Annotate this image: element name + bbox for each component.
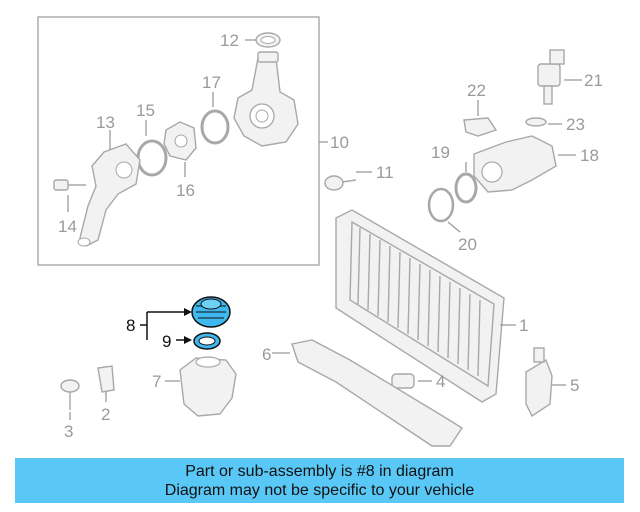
banner-line-1: Part or sub-assembly is #8 in diagram [185,462,454,480]
part-20-clamp [427,187,461,233]
callout-10: 10 [330,133,349,152]
thermostat-group-frame [37,16,320,266]
part-17-o-ring [200,92,230,145]
part-19-o-ring [454,162,478,204]
callout-13: 13 [96,113,115,132]
part-6-air-duct [272,339,463,447]
parts-diagram: 12 17 15 13 16 14 10 22 21 23 19 18 11 2… [37,16,603,447]
part-15-gasket [136,120,168,177]
part-22-gasket [463,100,498,137]
part-23-clip [525,117,562,127]
part-7-expansion-tank [165,356,237,417]
part-2-bracket [97,365,115,402]
part-4-mount [391,373,432,389]
callout-21: 21 [584,71,603,90]
callout-23: 23 [566,115,585,134]
part-21-sensor [537,49,582,105]
callout-14: 14 [58,217,77,236]
part-3-screw [60,379,80,420]
callout-16: 16 [176,181,195,200]
part-18-flange [473,135,576,193]
callout-18: 18 [580,146,599,165]
callout-8-leader [140,308,192,340]
callout-15: 15 [136,101,155,120]
part-11-bolt [324,171,372,191]
callout-22: 22 [467,81,486,100]
part-13-outlet-pipe [77,130,141,247]
info-banner: Part or sub-assembly is #8 in diagram Di… [15,458,624,503]
callout-17: 17 [202,73,221,92]
part-5-bracket [525,347,566,418]
callout-19: 19 [431,143,450,162]
callout-3: 3 [64,422,73,441]
callout-6: 6 [262,345,271,364]
callout-8: 8 [126,316,135,335]
part-16-thermostat [163,121,197,177]
callout-12: 12 [220,31,239,50]
part-9-seal-highlighted[interactable] [193,332,221,350]
part-1-radiator [335,209,516,403]
callout-11: 11 [376,163,394,182]
part-10-housing [233,51,299,147]
part-14-bolt [53,179,86,212]
callout-2: 2 [101,405,110,424]
callout-9-leader [176,336,192,344]
part-8-cap-highlighted[interactable] [191,296,231,328]
callout-1: 1 [519,316,528,335]
callout-5: 5 [570,376,579,395]
part-12-seal [245,32,281,48]
callout-9: 9 [162,332,171,351]
callout-4: 4 [436,372,445,391]
callout-20: 20 [458,235,477,254]
callout-7: 7 [152,372,161,391]
banner-line-2: Diagram may not be specific to your vehi… [164,481,475,499]
